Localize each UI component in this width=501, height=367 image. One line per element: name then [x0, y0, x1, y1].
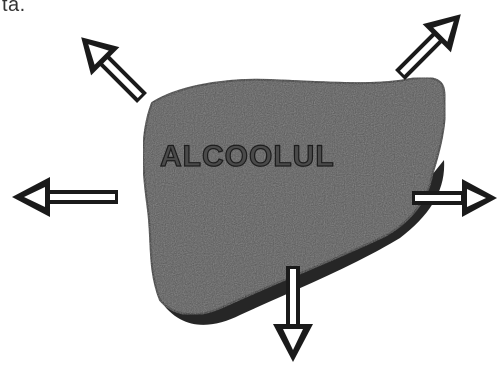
arrow-up-right [386, 0, 475, 89]
arrow-up-left [67, 23, 156, 112]
liver-label: ALCOOLUL [160, 140, 335, 173]
arrow-left [12, 177, 118, 217]
